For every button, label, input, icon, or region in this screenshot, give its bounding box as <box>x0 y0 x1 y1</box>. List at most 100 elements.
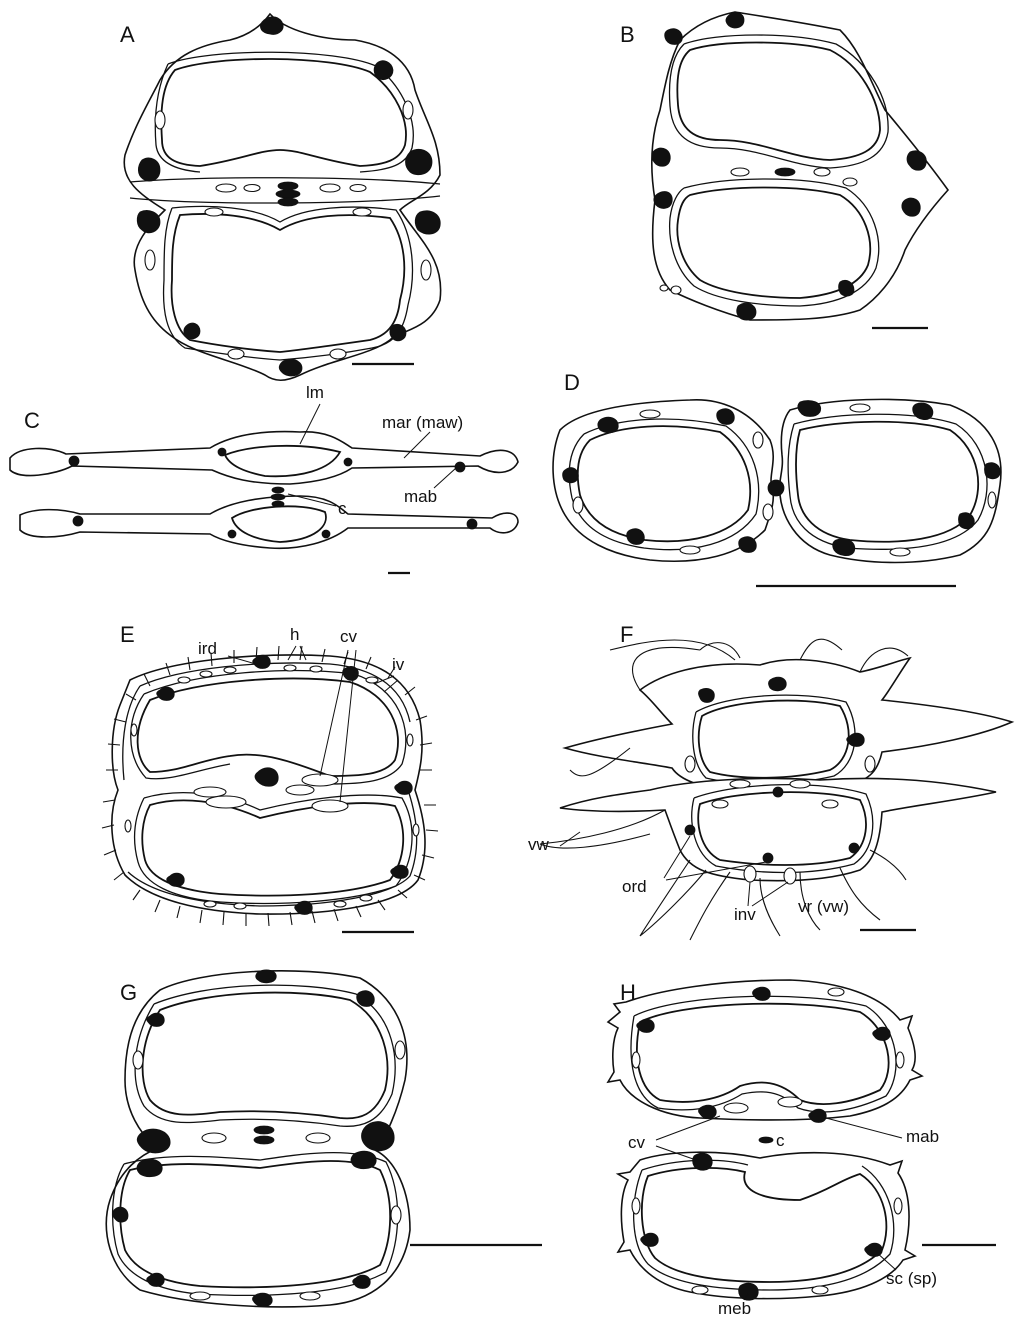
panel-f-bundle <box>849 843 859 853</box>
panel-a-vessel <box>403 101 413 119</box>
panel-f-vessel <box>790 780 810 788</box>
panel-a-bundle <box>415 211 440 234</box>
panel-d-bundle <box>598 417 618 433</box>
panel-g-vessel <box>300 1292 320 1300</box>
panel-a-bundle <box>374 61 393 80</box>
panel-c-central-bundle <box>272 501 284 507</box>
panel-c-bundle <box>322 530 330 538</box>
panel-h-label-meb: meb <box>718 1299 751 1318</box>
panel-c-bundle <box>344 458 352 466</box>
panel-label-b: B <box>620 22 635 47</box>
panel-a-upper-lumen <box>161 59 406 166</box>
panel-a-lower-lumen <box>172 214 405 352</box>
panel-h-vessel <box>632 1052 640 1068</box>
panel-b-vessel <box>671 286 681 294</box>
panel-g-vessel <box>306 1133 330 1143</box>
panel-b-vessel <box>731 168 749 176</box>
panel-a-vessel <box>145 250 155 270</box>
panel-h-vessel <box>812 1286 828 1294</box>
panel-h-vessel <box>692 1286 708 1294</box>
panel-b: B <box>620 12 948 328</box>
panel-f-bundle <box>773 787 783 797</box>
panel-e-label-cv: cv <box>340 627 358 646</box>
panel-d-right-lumen <box>796 422 978 542</box>
panel-label-e: E <box>120 622 135 647</box>
panel-d-vessel <box>763 504 773 520</box>
panel-b-vessel <box>843 178 857 186</box>
panel-a-central-bundle <box>276 190 300 198</box>
panel-a-vessel <box>155 111 165 129</box>
panel-e-central-vessel <box>312 800 348 812</box>
panel-c-label-c: c <box>338 499 347 518</box>
panel-g-bundle <box>351 1151 376 1168</box>
panel-c-label-mar: mar (maw) <box>382 413 463 432</box>
panel-a-vessel <box>228 349 244 359</box>
panel-g-bundle <box>256 970 276 983</box>
panel-f-bundle <box>763 853 773 863</box>
panel-f: F vw ord inv vr (vw) <box>528 622 1012 940</box>
panel-e-label-iv: iv <box>392 655 405 674</box>
panel-f-vessel <box>712 800 728 808</box>
panel-h-label-c: c <box>776 1131 785 1150</box>
panel-d-bundle <box>739 537 757 553</box>
panel-d: D <box>553 370 1001 586</box>
panel-h-bundle <box>693 1153 713 1170</box>
panel-c-bundle <box>69 456 79 466</box>
panel-e: E <box>102 622 438 932</box>
panel-g-bundle <box>137 1129 170 1153</box>
panel-d-vessel <box>988 492 996 508</box>
panel-label-c: C <box>24 408 40 433</box>
panel-b-vessel <box>814 168 830 176</box>
panel-a-vessel <box>330 349 346 359</box>
panel-label-a: A <box>120 22 135 47</box>
panel-d-central-bundle <box>768 480 784 496</box>
panel-e-central-vessel <box>286 785 314 795</box>
panel-c-bundle <box>455 462 465 472</box>
panel-h-vessel <box>632 1198 640 1214</box>
panel-e-central-vessel <box>206 796 246 808</box>
panel-g-vessel <box>391 1206 401 1224</box>
panel-d-left-lumen <box>578 426 750 541</box>
panel-e-central-vessel <box>194 787 226 797</box>
panel-f-bundle <box>769 677 787 691</box>
panel-d-vessel <box>640 410 660 418</box>
panel-d-bundle <box>563 468 579 483</box>
panel-a-bundle <box>137 210 160 232</box>
panel-f-label-ord: ord <box>622 877 647 896</box>
panel-f-label-vr: vr (vw) <box>798 897 849 916</box>
panel-g-lower-lumen <box>120 1161 390 1287</box>
panel-b-bundle <box>775 168 795 176</box>
panel-f-inv-leader <box>748 882 788 906</box>
panel-a-bundle <box>260 17 283 35</box>
panel-h-vessel <box>778 1097 802 1107</box>
panel-c-label-lm: lm <box>306 383 324 402</box>
panel-g-central-bundle <box>254 1136 274 1144</box>
panel-e-label-h: h <box>290 625 299 644</box>
panel-g-bundle <box>137 1159 162 1176</box>
panel-a-vessel <box>216 184 236 192</box>
panel-label-d: D <box>564 370 580 395</box>
panel-d-vessel <box>890 548 910 556</box>
panel-c-central-bundle <box>272 487 284 493</box>
panel-c: C lm mar (maw) mab c <box>10 383 518 573</box>
panel-a-central-bundle <box>278 182 298 190</box>
panel-h-label-mab: mab <box>906 1127 939 1146</box>
panel-f-bundle <box>699 688 715 702</box>
panel-a: A <box>120 14 441 380</box>
panel-a-central-bundle <box>278 198 298 206</box>
panel-d-bundle <box>959 513 975 529</box>
panel-a-vessel <box>350 185 366 192</box>
panel-c-central-bundle <box>271 494 285 500</box>
panel-d-bundle <box>985 463 1001 479</box>
panel-a-bundle <box>279 359 302 376</box>
panel-g-vessel <box>133 1051 143 1069</box>
panel-f-vessel <box>822 800 838 808</box>
panel-c-label-mab: mab <box>404 487 437 506</box>
panel-a-bundle <box>184 323 200 339</box>
panel-f-vessel <box>744 866 756 882</box>
panel-h-vessel <box>896 1052 904 1068</box>
panel-d-vessel <box>753 432 763 448</box>
panel-a-vessel <box>353 208 371 216</box>
panel-h-vessel <box>828 988 844 996</box>
panel-h-label-cv: cv <box>628 1133 646 1152</box>
